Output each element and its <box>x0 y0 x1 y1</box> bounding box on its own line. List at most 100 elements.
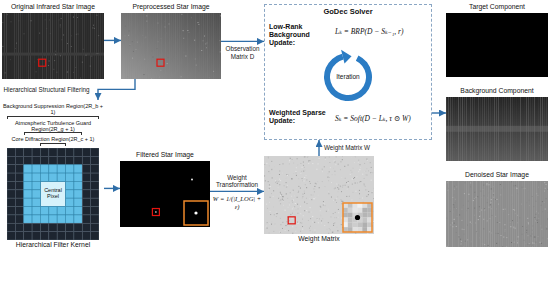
figure-detail <box>166 32 167 33</box>
figure-detail <box>345 185 346 186</box>
figure-detail <box>296 175 297 176</box>
figure-detail <box>7 189 15 197</box>
star-image <box>2 13 104 79</box>
figure-detail <box>275 182 276 183</box>
figure-detail <box>546 198 547 199</box>
figure-detail <box>292 218 293 219</box>
figure-detail <box>282 228 283 229</box>
figure-detail <box>531 233 532 234</box>
figure-detail <box>524 232 525 233</box>
figure-detail <box>29 61 30 62</box>
figure-detail <box>463 205 464 206</box>
figure-detail <box>317 218 318 219</box>
figure-detail <box>471 241 472 242</box>
figure-detail <box>71 35 72 36</box>
figure-detail <box>304 210 305 211</box>
figure-detail <box>359 193 360 194</box>
figure-detail <box>124 35 125 36</box>
figure-detail <box>129 30 130 31</box>
figure-detail <box>502 181 503 247</box>
figure-detail <box>461 243 462 244</box>
figure-detail <box>187 30 188 31</box>
figure-detail <box>73 72 74 73</box>
figure-detail <box>321 220 322 221</box>
figure-detail <box>273 206 274 207</box>
figure-detail <box>486 237 487 238</box>
figure-detail <box>488 184 489 185</box>
figure-detail <box>271 169 272 170</box>
figure-detail <box>313 198 314 199</box>
figure-detail <box>310 207 311 208</box>
figure-detail <box>318 222 319 223</box>
figure-detail <box>503 209 504 210</box>
figure-detail <box>488 245 489 246</box>
figure-detail <box>40 156 48 164</box>
figure-detail <box>312 216 313 217</box>
figure-detail <box>199 13 200 79</box>
figure-detail <box>342 185 343 186</box>
figure-detail <box>450 224 451 225</box>
figure-detail <box>466 181 467 247</box>
figure-detail <box>49 231 57 239</box>
figure-detail <box>538 218 539 219</box>
figure-detail <box>171 13 172 79</box>
figure-detail <box>333 213 334 214</box>
figure-detail <box>57 214 65 222</box>
figure-detail <box>360 167 361 168</box>
figure-detail <box>353 187 354 188</box>
figure-detail <box>510 222 511 223</box>
figure-detail <box>282 222 283 223</box>
figure-detail <box>540 225 541 226</box>
figure-detail <box>496 201 497 202</box>
figure-detail <box>57 173 65 181</box>
figure-detail <box>163 13 164 79</box>
figure-detail <box>32 164 40 172</box>
figure-detail <box>315 183 316 184</box>
figure-detail <box>302 226 303 227</box>
figure-detail <box>483 195 484 196</box>
figure-detail <box>540 181 541 247</box>
figure-detail <box>333 163 334 164</box>
figure-detail <box>302 167 303 168</box>
image-panel: Weight Matrix <box>264 156 374 245</box>
figure-detail <box>364 183 365 184</box>
figure-detail <box>354 162 355 163</box>
figure-detail <box>285 225 286 226</box>
figure-detail <box>347 189 348 190</box>
figure-detail <box>80 77 81 78</box>
figure-detail <box>532 242 533 243</box>
figure-detail <box>66 13 67 79</box>
figure-detail <box>70 13 71 79</box>
figure-detail <box>452 222 453 223</box>
figure-detail <box>336 227 337 228</box>
figure-detail <box>317 163 318 164</box>
figure-detail <box>330 182 331 183</box>
figure-detail <box>537 222 538 223</box>
figure-detail <box>484 209 485 210</box>
figure-detail <box>488 206 489 207</box>
figure-detail <box>334 222 335 223</box>
figure-detail <box>319 158 320 159</box>
figure-detail <box>358 208 363 213</box>
figure-detail <box>366 196 367 197</box>
figure-detail <box>304 193 305 194</box>
figure-detail <box>540 242 541 243</box>
figure-detail <box>503 236 504 237</box>
figure-detail <box>7 223 15 231</box>
figure-detail <box>276 181 277 182</box>
figure-detail <box>326 229 327 230</box>
figure-detail <box>282 173 283 174</box>
figure-detail <box>315 189 316 190</box>
figure-detail <box>353 208 358 213</box>
figure-detail <box>73 16 74 17</box>
figure-detail <box>475 232 476 233</box>
figure-detail <box>324 54 372 101</box>
figure-detail <box>42 13 43 79</box>
figure-detail <box>183 30 184 31</box>
figure-detail <box>482 189 483 190</box>
figure-detail <box>66 189 74 197</box>
figure-detail <box>91 214 99 222</box>
figure-detail <box>137 13 138 79</box>
figure-detail <box>289 202 290 203</box>
figure-detail <box>146 15 147 16</box>
